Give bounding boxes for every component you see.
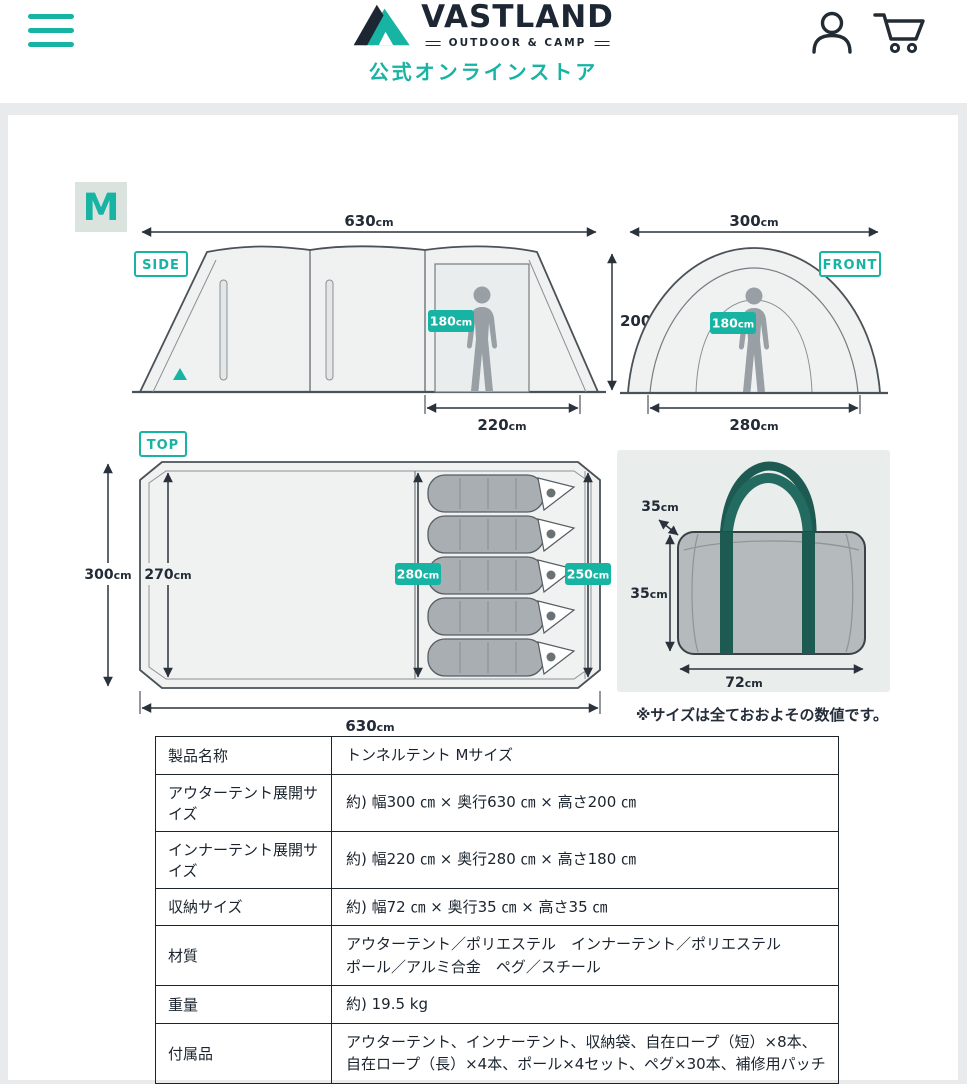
top-view-diagram: TOP 300cm 270cm 280cm 250cm bbox=[84, 431, 611, 734]
table-row: アウターテント展開サイズ 約) 幅300 ㎝ × 奥行630 ㎝ × 高さ200… bbox=[155, 773, 839, 832]
spec-label: アウターテント展開サイズ bbox=[155, 773, 332, 832]
svg-text:FRONT: FRONT bbox=[823, 258, 878, 273]
cart-icon[interactable] bbox=[873, 8, 927, 56]
top-inner-depth-badge: 280cm bbox=[395, 563, 441, 585]
side-width-dimension: 630cm bbox=[344, 212, 393, 230]
tagline-decoration bbox=[594, 40, 610, 46]
top-length-dimension: 630cm bbox=[345, 717, 394, 734]
spec-label: 材質 bbox=[155, 925, 332, 986]
svg-text:280cm: 280cm bbox=[397, 567, 439, 582]
size-badge-letter: M bbox=[83, 186, 120, 229]
spec-label: 重量 bbox=[155, 985, 332, 1024]
top-outer-width-dimension: 300cm bbox=[84, 567, 131, 583]
svg-text:SIDE: SIDE bbox=[142, 258, 180, 273]
carry-bag-diagram: 35cm 35cm 72cm bbox=[617, 450, 890, 692]
top-inner-width-dimension: 270cm bbox=[144, 567, 191, 583]
tagline-decoration bbox=[425, 40, 441, 46]
top-view-label: TOP bbox=[139, 431, 187, 457]
front-view-label: FRONT bbox=[819, 251, 881, 277]
top-inner-right-badge: 250cm bbox=[565, 563, 611, 585]
bag-height-dimension: 35cm bbox=[630, 586, 667, 602]
side-person-height-badge: 180cm bbox=[428, 310, 474, 332]
svg-text:TOP: TOP bbox=[147, 438, 179, 453]
side-view-label: SIDE bbox=[134, 251, 188, 277]
hamburger-menu-button[interactable] bbox=[28, 14, 74, 47]
table-row: 付属品 アウターテント、インナーテント、収納袋、自在ロープ（短）×8本、 自在ロ… bbox=[155, 1022, 839, 1084]
site-header: VASTLAND OUTDOOR & CAMP 公式オンラインストア bbox=[0, 0, 967, 103]
brand-name: VASTLAND bbox=[421, 0, 614, 35]
brand-tagline-row: OUTDOOR & CAMP bbox=[425, 37, 610, 49]
spec-label: 製品名称 bbox=[155, 736, 332, 775]
hamburger-bar bbox=[28, 28, 74, 33]
svg-text:250cm: 250cm bbox=[567, 567, 609, 582]
spec-label: 収納サイズ bbox=[155, 887, 332, 926]
svg-text:180cm: 180cm bbox=[430, 314, 472, 329]
spec-value: 約) 19.5 kg bbox=[331, 985, 839, 1024]
table-row: 収納サイズ 約) 幅72 ㎝ × 奥行35 ㎝ × 高さ35 ㎝ bbox=[155, 887, 839, 926]
table-row: 重量 約) 19.5 kg bbox=[155, 985, 839, 1024]
size-badge: M bbox=[75, 182, 127, 232]
store-label: 公式オンラインストア bbox=[368, 60, 599, 84]
svg-text:180cm: 180cm bbox=[712, 316, 754, 331]
front-width-dimension: 300cm bbox=[729, 212, 778, 230]
sleeping-bags bbox=[427, 474, 576, 677]
hamburger-bar bbox=[28, 14, 74, 19]
brand-tagline: OUTDOOR & CAMP bbox=[448, 37, 587, 49]
front-view-diagram: FRONT 300cm 180cm 280cm bbox=[620, 212, 888, 434]
spec-value: アウターテント、インナーテント、収納袋、自在ロープ（短）×8本、 自在ロープ（長… bbox=[331, 1022, 839, 1084]
spec-label: 付属品 bbox=[155, 1022, 332, 1084]
spec-value: 約) 幅72 ㎝ × 奥行35 ㎝ × 高さ35 ㎝ bbox=[331, 887, 839, 926]
spec-value: アウターテント／ポリエステル インナーテント／ポリエステル ポール／アルミ合金 … bbox=[331, 925, 839, 986]
front-inner-width-dimension: 280cm bbox=[729, 416, 778, 434]
spec-table: 製品名称 トンネルテント Mサイズ アウターテント展開サイズ 約) 幅300 ㎝… bbox=[155, 736, 839, 1084]
side-inner-width-dimension: 220cm bbox=[477, 416, 526, 434]
front-person-height-badge: 180cm bbox=[710, 312, 756, 334]
bag-body bbox=[677, 531, 866, 655]
bag-depth-dimension: 35cm bbox=[641, 499, 678, 515]
account-icon[interactable] bbox=[809, 8, 855, 56]
mountain-logo-icon bbox=[353, 4, 410, 46]
table-row: インナーテント展開サイズ 約) 幅220 ㎝ × 奥行280 ㎝ × 高さ180… bbox=[155, 830, 839, 889]
spec-value: トンネルテント Mサイズ bbox=[331, 736, 839, 775]
spec-value: 約) 幅220 ㎝ × 奥行280 ㎝ × 高さ180 ㎝ bbox=[331, 830, 839, 889]
spec-label: インナーテント展開サイズ bbox=[155, 830, 332, 889]
tent-logo-mark bbox=[173, 368, 187, 380]
brand-logo[interactable]: VASTLAND OUTDOOR & CAMP 公式オンラインストア bbox=[353, 2, 614, 85]
hamburger-bar bbox=[28, 42, 74, 47]
approx-note: ※サイズは全ておおよその数値です。 bbox=[636, 706, 888, 724]
spec-value: 約) 幅300 ㎝ × 奥行630 ㎝ × 高さ200 ㎝ bbox=[331, 773, 839, 832]
header-icons bbox=[809, 8, 927, 56]
bag-width-dimension: 72cm bbox=[725, 675, 762, 691]
table-row: 材質 アウターテント／ポリエステル インナーテント／ポリエステル ポール／アルミ… bbox=[155, 925, 839, 986]
table-row: 製品名称 トンネルテント Mサイズ bbox=[155, 736, 839, 775]
